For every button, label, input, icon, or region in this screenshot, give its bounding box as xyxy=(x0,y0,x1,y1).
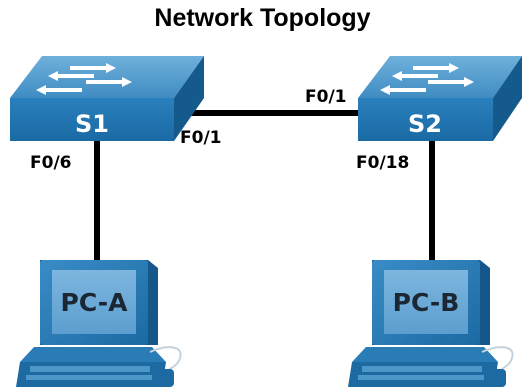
switch-label: S1 xyxy=(75,110,109,138)
switch-label: S2 xyxy=(408,110,442,138)
computer-icon xyxy=(16,260,182,387)
switch-icon xyxy=(10,56,204,141)
port-label-s1-f06: F0/6 xyxy=(30,153,71,173)
switch-s2[interactable]: S2 xyxy=(358,56,522,141)
switch-s1[interactable]: S1 xyxy=(10,56,204,141)
port-label-s1-f01: F0/1 xyxy=(180,128,221,148)
switch-icon xyxy=(358,56,522,141)
pc-a[interactable]: PC-A xyxy=(16,260,182,387)
port-label-s2-f018: F0/18 xyxy=(356,153,409,173)
pc-label: PC-A xyxy=(61,288,129,317)
pc-b[interactable]: PC-B xyxy=(348,260,514,387)
port-label-s2-f01: F0/1 xyxy=(305,87,346,107)
computer-icon xyxy=(348,260,514,387)
diagram-title: Network Topology xyxy=(154,4,371,32)
pc-label: PC-B xyxy=(393,288,460,317)
